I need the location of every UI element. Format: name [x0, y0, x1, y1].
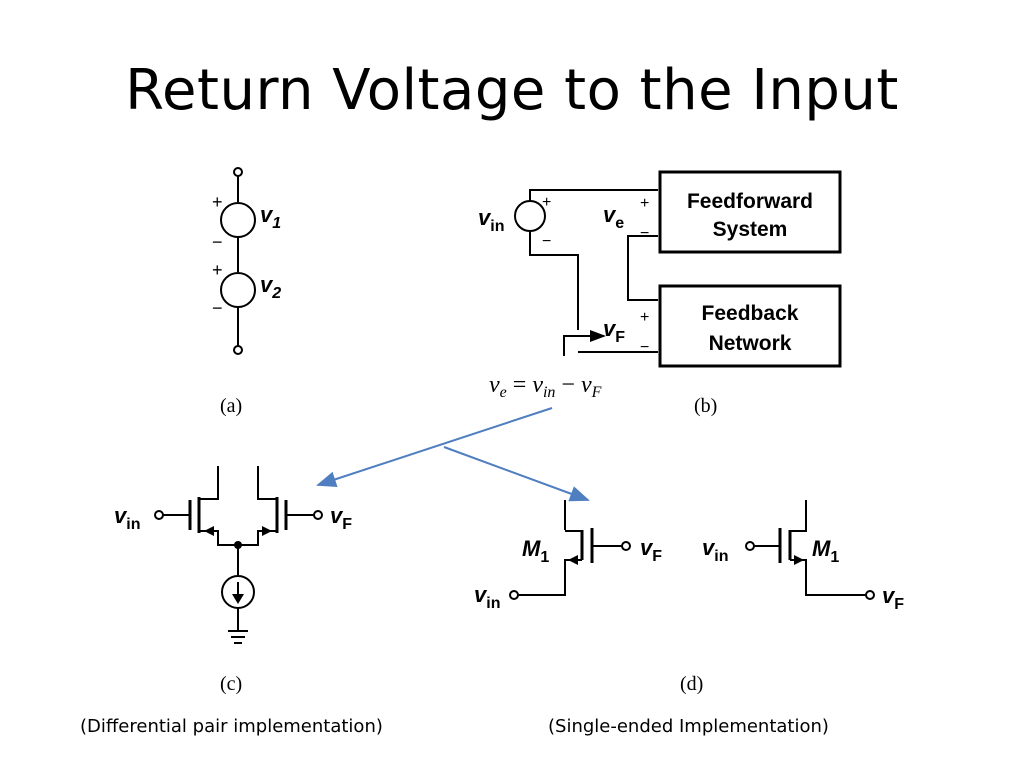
voltage-source-v1 — [220, 202, 256, 238]
label-v1: v1 — [260, 202, 281, 232]
label-m1-d1: M1 — [522, 536, 549, 566]
label-vin-d2: vin — [702, 535, 728, 565]
arrow-to-c — [316, 407, 553, 487]
label-vf: vF — [603, 316, 625, 346]
feedback-label-2: Network — [709, 332, 792, 355]
plus-sign: + — [640, 309, 649, 326]
minus-sign: − — [212, 232, 223, 252]
label-vf-d2: vF — [882, 583, 904, 613]
plus-sign: + — [542, 194, 551, 211]
label-ve: ve — [603, 202, 624, 232]
caption-a: (a) — [220, 395, 242, 417]
minus-sign: − — [212, 298, 223, 318]
figure-b: vin + − Feedforward System + − ve Feedba… — [478, 170, 842, 417]
feedback-label-1: Feedback — [702, 302, 799, 325]
label-vin-d1: vin — [474, 582, 500, 612]
caption-c: (c) — [220, 673, 242, 695]
equation: ve = vin − vF — [489, 372, 602, 401]
voltage-source-v2 — [220, 272, 256, 308]
plus-sign: + — [640, 195, 649, 212]
terminal-bottom — [233, 345, 243, 355]
minus-sign: − — [640, 339, 649, 356]
plus-sign: + — [212, 192, 223, 212]
feedforward-label-2: System — [713, 218, 788, 241]
label-vf-c: vF — [330, 503, 352, 533]
voltage-source-vin — [514, 200, 546, 232]
feedforward-label-1: Feedforward — [687, 190, 813, 213]
arrow-to-d — [443, 446, 590, 502]
caption-b: (b) — [694, 395, 717, 417]
figure-a: + − + − v1 v2 (a) — [212, 167, 281, 417]
label-vf-d1: vF — [640, 535, 662, 565]
feedforward-system-box — [658, 170, 842, 254]
note-differential: (Differential pair implementation) — [80, 716, 383, 737]
minus-sign: − — [542, 233, 551, 250]
pointer-arrows — [316, 407, 590, 502]
label-m1-d2: M1 — [812, 536, 839, 566]
figure-d: vF M1 vin vin vF M1 (d) — [474, 500, 904, 695]
plus-sign: + — [212, 260, 223, 280]
label-vin-c: vin — [114, 503, 140, 533]
figure-c: vin vF — [114, 466, 352, 695]
slide-title: Return Voltage to the Input — [125, 58, 899, 123]
feedback-network-box — [658, 284, 842, 368]
label-v2: v2 — [260, 272, 281, 302]
label-vin: vin — [478, 205, 504, 235]
minus-sign: − — [640, 225, 649, 242]
note-single-ended: (Single-ended Implementation) — [548, 716, 829, 737]
terminal-top — [233, 167, 243, 177]
caption-d: (d) — [680, 673, 703, 695]
